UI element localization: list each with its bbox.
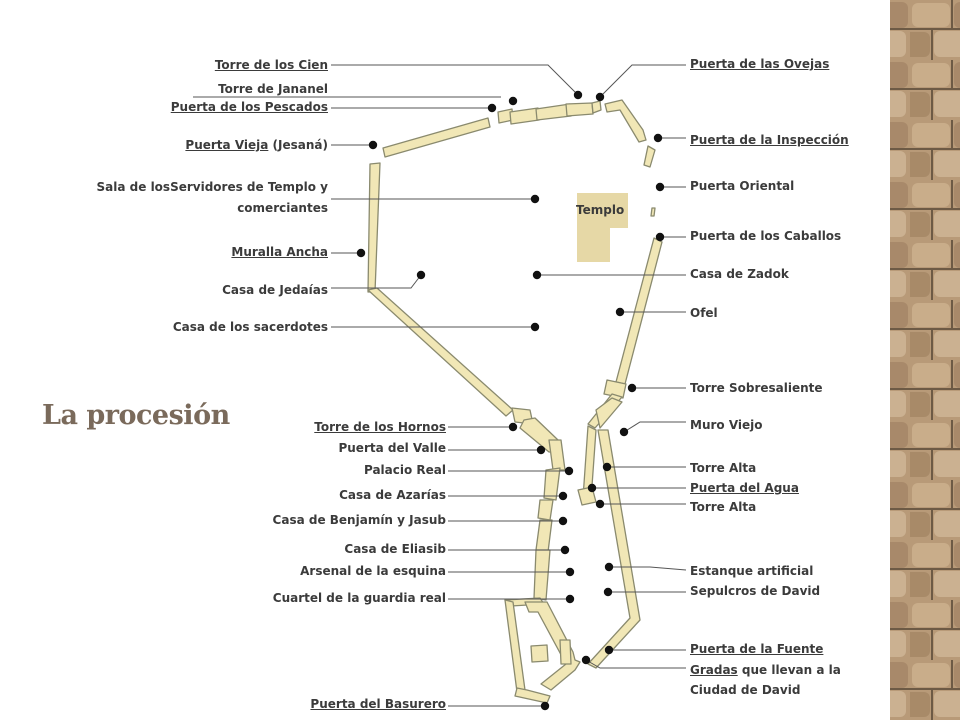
label-puerta-oriental: Puerta Oriental <box>690 179 795 193</box>
label-casa-de-eliasib: Casa de Eliasib <box>344 542 446 556</box>
label-muro-viejo: Muro Viejo <box>690 418 763 432</box>
label-sala-de-servidores: Sala de losServidores de Templo y comerc… <box>97 177 328 219</box>
label-gradas-line-1: Gradas que llevan a la <box>690 660 841 680</box>
label-arsenal-de-la-esquina: Arsenal de la esquina <box>300 564 446 578</box>
label-puerta-vieja: Puerta Vieja (Jesaná) <box>185 138 328 153</box>
label-casa-de-los-sacerdotes: Casa de los sacerdotes <box>172 320 328 334</box>
label-puerta-vieja-suffix: (Jesaná) <box>268 138 328 152</box>
label-gradas-rest: que llevan a la <box>737 663 841 677</box>
label-puerta-de-la-fuente: Puerta de la Fuente <box>690 642 824 656</box>
label-puerta-de-los-caballos: Puerta de los Caballos <box>690 229 842 243</box>
label-sala-line-2: comerciantes <box>237 201 328 215</box>
label-casa-de-jedaias: Casa de Jedaías <box>222 283 328 297</box>
label-puerta-del-agua: Puerta del Agua <box>690 481 799 495</box>
label-casa-de-zadok: Casa de Zadok <box>690 267 789 281</box>
label-puerta-del-basurero: Puerta del Basurero <box>310 697 446 711</box>
label-puerta-de-la-inspeccion: Puerta de la Inspección <box>690 133 849 147</box>
leader-lines <box>193 64 687 707</box>
label-torre-de-los-hornos: Torre de los Hornos <box>314 420 446 434</box>
label-muralla-ancha: Muralla Ancha <box>231 245 328 259</box>
label-puerta-de-las-ovejas: Puerta de las Ovejas <box>690 57 830 71</box>
stone-wall-texture <box>890 0 960 720</box>
label-gradas-word: Gradas <box>690 663 738 677</box>
slide-title: La procesión <box>42 400 230 431</box>
label-puerta-de-los-pescados: Puerta de los Pescados <box>170 100 328 114</box>
label-casa-de-benjamin-y-jasub: Casa de Benjamín y Jasub <box>272 513 446 527</box>
label-sepulcros-de-david: Sepulcros de David <box>690 584 821 598</box>
label-estanque-artificial: Estanque artificial <box>690 564 814 578</box>
temple-shape <box>577 193 628 262</box>
label-torre-alta-2: Torre Alta <box>690 500 757 514</box>
label-torre-de-jananel: Torre de Jananel <box>218 82 328 96</box>
label-gradas-line-2: Ciudad de David <box>690 683 801 697</box>
label-torre-de-los-cien: Torre de los Cien <box>214 58 328 72</box>
label-torre-sobresaliente: Torre Sobresaliente <box>690 381 823 395</box>
city-walls <box>367 99 663 704</box>
label-gradas: Gradas que llevan a la Ciudad de David <box>690 660 841 700</box>
label-sala-line-1: Sala de losServidores de Templo y <box>96 180 328 194</box>
temple-label: Templo <box>576 203 625 217</box>
label-ofel: Ofel <box>690 306 718 320</box>
label-puerta-del-valle: Puerta del Valle <box>338 441 446 455</box>
label-palacio-real: Palacio Real <box>363 463 446 477</box>
location-markers <box>356 90 665 711</box>
label-puerta-vieja-name: Puerta Vieja <box>185 138 269 152</box>
label-casa-de-azarias: Casa de Azarías <box>339 488 446 502</box>
label-cuartel-guardia-real: Cuartel de la guardia real <box>272 591 446 605</box>
label-torre-alta-1: Torre Alta <box>690 461 757 475</box>
